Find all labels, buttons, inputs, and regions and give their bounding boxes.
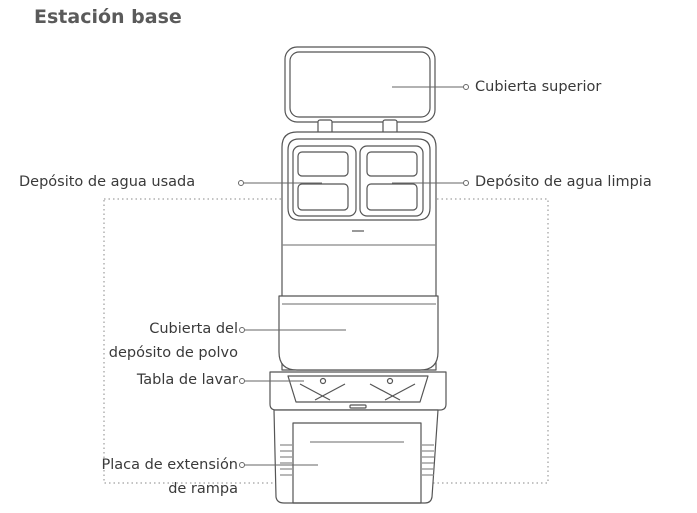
label-dust-cover-line1: Cubierta del xyxy=(149,321,238,337)
label-ramp-line2: de rampa xyxy=(168,481,238,497)
label-dust-cover-line2: depósito de polvo xyxy=(108,345,238,361)
label-clean-water-tank: Depósito de agua limpia xyxy=(475,174,652,190)
label-wash-board: Tabla de lavar xyxy=(136,372,238,388)
label-ramp-line1: Placa de extensión xyxy=(101,457,238,473)
ramp-extension-plate xyxy=(273,409,439,504)
label-dirty-water-tank: Depósito de agua usada xyxy=(19,174,196,190)
dust-container-cover xyxy=(278,295,439,371)
top-cover-lid xyxy=(284,46,436,123)
dirty-water-tank xyxy=(292,145,357,217)
wash-board xyxy=(269,371,447,411)
label-top-cover: Cubierta superior xyxy=(475,79,602,95)
clean-water-tank xyxy=(359,145,424,217)
page-title: Estación base xyxy=(34,6,182,28)
